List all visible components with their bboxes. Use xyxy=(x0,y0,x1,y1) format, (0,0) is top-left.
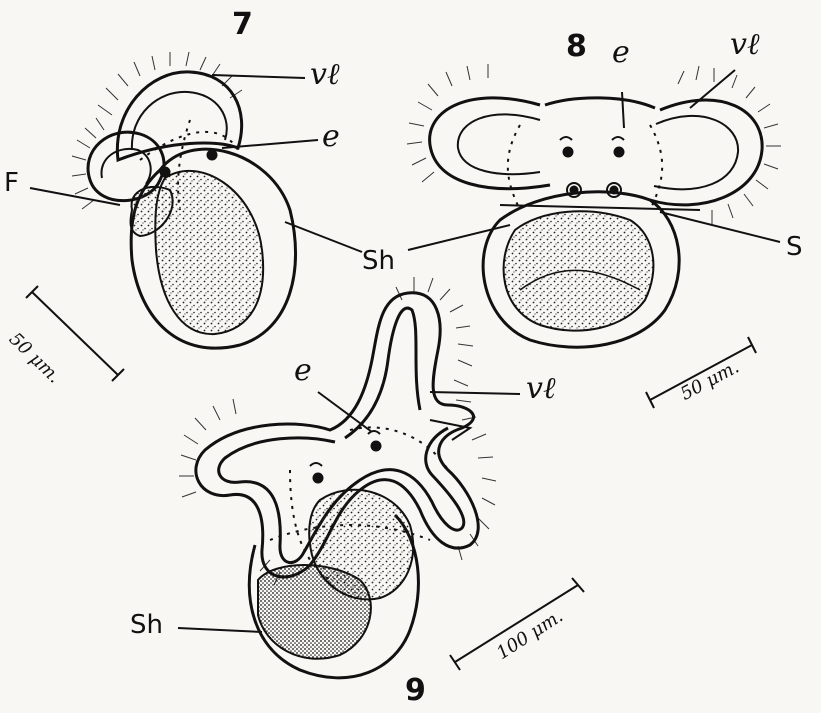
figure-8-eye-label: e xyxy=(612,38,630,68)
figure-7-velum-label: vℓ xyxy=(310,60,339,90)
figure-9-velum-label: vℓ xyxy=(526,374,555,404)
figure-9-shell-label: Sh xyxy=(130,612,163,638)
figure-8-velum-label: vℓ xyxy=(730,30,759,60)
figure-8-velum-left xyxy=(430,98,550,189)
figure-8-number: 8 xyxy=(566,32,587,62)
figure-7-drawing xyxy=(26,52,362,381)
figure-7-eye-label: e xyxy=(322,122,340,152)
figure-7-foot-label: F xyxy=(4,170,19,196)
figure-7-number: 7 xyxy=(232,10,253,40)
figure-8-cilia xyxy=(407,64,781,224)
figure-9-eye-label: e xyxy=(294,356,312,386)
figure-8-drawing xyxy=(407,64,781,408)
figure-8-statocyst-label: S xyxy=(786,234,803,260)
figure-9-number: 9 xyxy=(405,676,426,706)
figure-7-velum-upper xyxy=(117,72,241,160)
figure-7-shell-label: Sh xyxy=(362,248,395,274)
